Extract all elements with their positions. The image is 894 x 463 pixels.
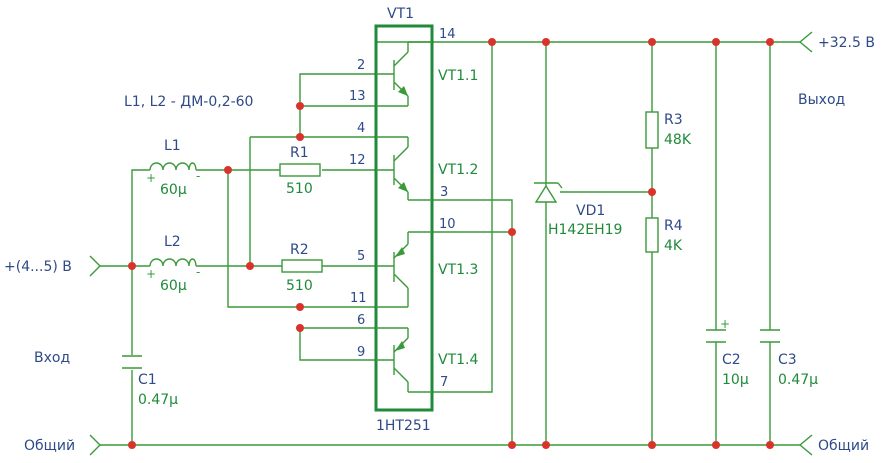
junction-dot xyxy=(542,38,550,46)
pin3-wire xyxy=(432,199,513,445)
input-l1-branch xyxy=(131,169,150,266)
pin-number: 4 xyxy=(357,121,365,136)
c2-plus-sign: + xyxy=(720,317,730,331)
r3-value-label: 48K xyxy=(664,132,692,148)
r4-value-label: 4K xyxy=(664,238,683,254)
l2-value-label: 60μ xyxy=(160,278,187,294)
junction-dot xyxy=(766,38,774,46)
c2-value-label: 10μ xyxy=(722,372,749,388)
output-voltage-label: +32.5 В xyxy=(818,35,875,51)
common-right-label: Общий xyxy=(818,438,869,454)
junction-dot xyxy=(296,102,304,110)
pin-number: 12 xyxy=(349,153,366,168)
junction-dot xyxy=(648,38,656,46)
pin-number: 14 xyxy=(439,27,456,42)
junction-dot xyxy=(508,228,516,236)
output-terminal-arrow xyxy=(798,31,813,53)
pin7-wire xyxy=(432,42,493,393)
chip-part-label: 1HT251 xyxy=(376,418,431,434)
junction-dot xyxy=(296,133,304,141)
output-label: Выход xyxy=(798,92,845,108)
resistor-r1 xyxy=(279,163,321,177)
junction-dot xyxy=(542,441,550,449)
capacitor-c3 xyxy=(760,329,780,343)
transistor-vt1-2 xyxy=(376,136,432,201)
l1-minus-sign: - xyxy=(196,169,200,183)
transistor-ref-label: VT1.3 xyxy=(438,262,478,278)
junction-dot xyxy=(128,441,136,449)
common-left-label: Общий xyxy=(24,438,75,454)
c3-value-label: 0.47μ xyxy=(778,372,818,388)
junction-dot xyxy=(128,262,136,270)
pin-number: 6 xyxy=(357,313,365,328)
r1-ref-label: R1 xyxy=(290,145,309,161)
inductor-note: L1, L2 - ДМ-0,2-60 xyxy=(124,94,253,110)
c2-ref-label: C2 xyxy=(722,352,741,368)
chip-ref-label: VT1 xyxy=(387,6,414,22)
common-left-terminal-arrow xyxy=(89,434,101,456)
zener-vd1 xyxy=(534,182,563,203)
junction-dot xyxy=(712,441,720,449)
c1-value-label: 0.47μ xyxy=(138,392,178,408)
input-label: Вход xyxy=(34,350,70,366)
vd1-ref-label: VD1 xyxy=(576,203,605,219)
pin-number: 10 xyxy=(439,217,456,232)
l1-node-to-pin11 xyxy=(227,170,376,308)
junction-dot xyxy=(296,303,304,311)
r3-ref-label: R3 xyxy=(664,112,683,128)
capacitor-c1 xyxy=(122,355,142,369)
r4-ref-label: R4 xyxy=(664,218,683,234)
resistor-r2 xyxy=(281,259,323,273)
input-terminal-arrow xyxy=(89,255,101,277)
l1-plus-sign: + xyxy=(146,171,156,185)
r1-value-label: 510 xyxy=(286,181,313,197)
vd1-part-label: H142EH19 xyxy=(548,222,622,238)
l2-plus-sign: + xyxy=(146,267,156,281)
transistor-ref-label: VT1.4 xyxy=(438,352,478,368)
inductor-l2 xyxy=(149,258,197,267)
transistor-vt1-3 xyxy=(376,231,432,308)
junction-dot xyxy=(488,38,496,46)
r2-value-label: 510 xyxy=(286,278,313,294)
l1-ref-label: L1 xyxy=(164,138,181,154)
pin2-wire xyxy=(299,73,376,137)
junction-dot xyxy=(648,188,656,196)
inductor-l1 xyxy=(149,162,197,171)
pin-number: 13 xyxy=(349,89,366,104)
transistor-ref-label: VT1.1 xyxy=(438,68,478,84)
common-right-terminal-arrow xyxy=(798,434,813,456)
capacitor-c2 xyxy=(706,329,726,343)
resistor-r3 xyxy=(645,111,659,149)
l2-ref-label: L2 xyxy=(164,234,181,250)
junction-dot xyxy=(296,324,304,332)
transistor-ref-label: VT1.2 xyxy=(438,162,478,178)
junction-dot xyxy=(766,441,774,449)
junction-dot xyxy=(712,38,720,46)
c1-ref-label: C1 xyxy=(138,372,157,388)
pin-number: 3 xyxy=(440,185,448,200)
junction-dots xyxy=(128,38,774,449)
resistor-r4 xyxy=(645,217,659,253)
wires xyxy=(100,41,800,446)
transistor-vt1-1 xyxy=(376,41,432,107)
junction-dot xyxy=(224,166,232,174)
l2-minus-sign: - xyxy=(196,265,200,279)
pin-number: 9 xyxy=(357,345,365,360)
pin-number: 5 xyxy=(357,249,365,264)
pin-number: 2 xyxy=(357,58,365,73)
junction-dot xyxy=(648,441,656,449)
r2-ref-label: R2 xyxy=(290,242,309,258)
ic-outline xyxy=(374,24,434,412)
junction-dot xyxy=(508,441,516,449)
junction-dot xyxy=(246,262,254,270)
pin-number: 11 xyxy=(350,291,367,306)
pin-number: 7 xyxy=(440,375,448,390)
input-voltage-label: +(4...5) В xyxy=(4,259,72,275)
transistor-vt1-4 xyxy=(376,327,432,393)
pin6-wire xyxy=(299,327,376,361)
l1-value-label: 60μ xyxy=(160,182,187,198)
c3-ref-label: C3 xyxy=(778,352,797,368)
